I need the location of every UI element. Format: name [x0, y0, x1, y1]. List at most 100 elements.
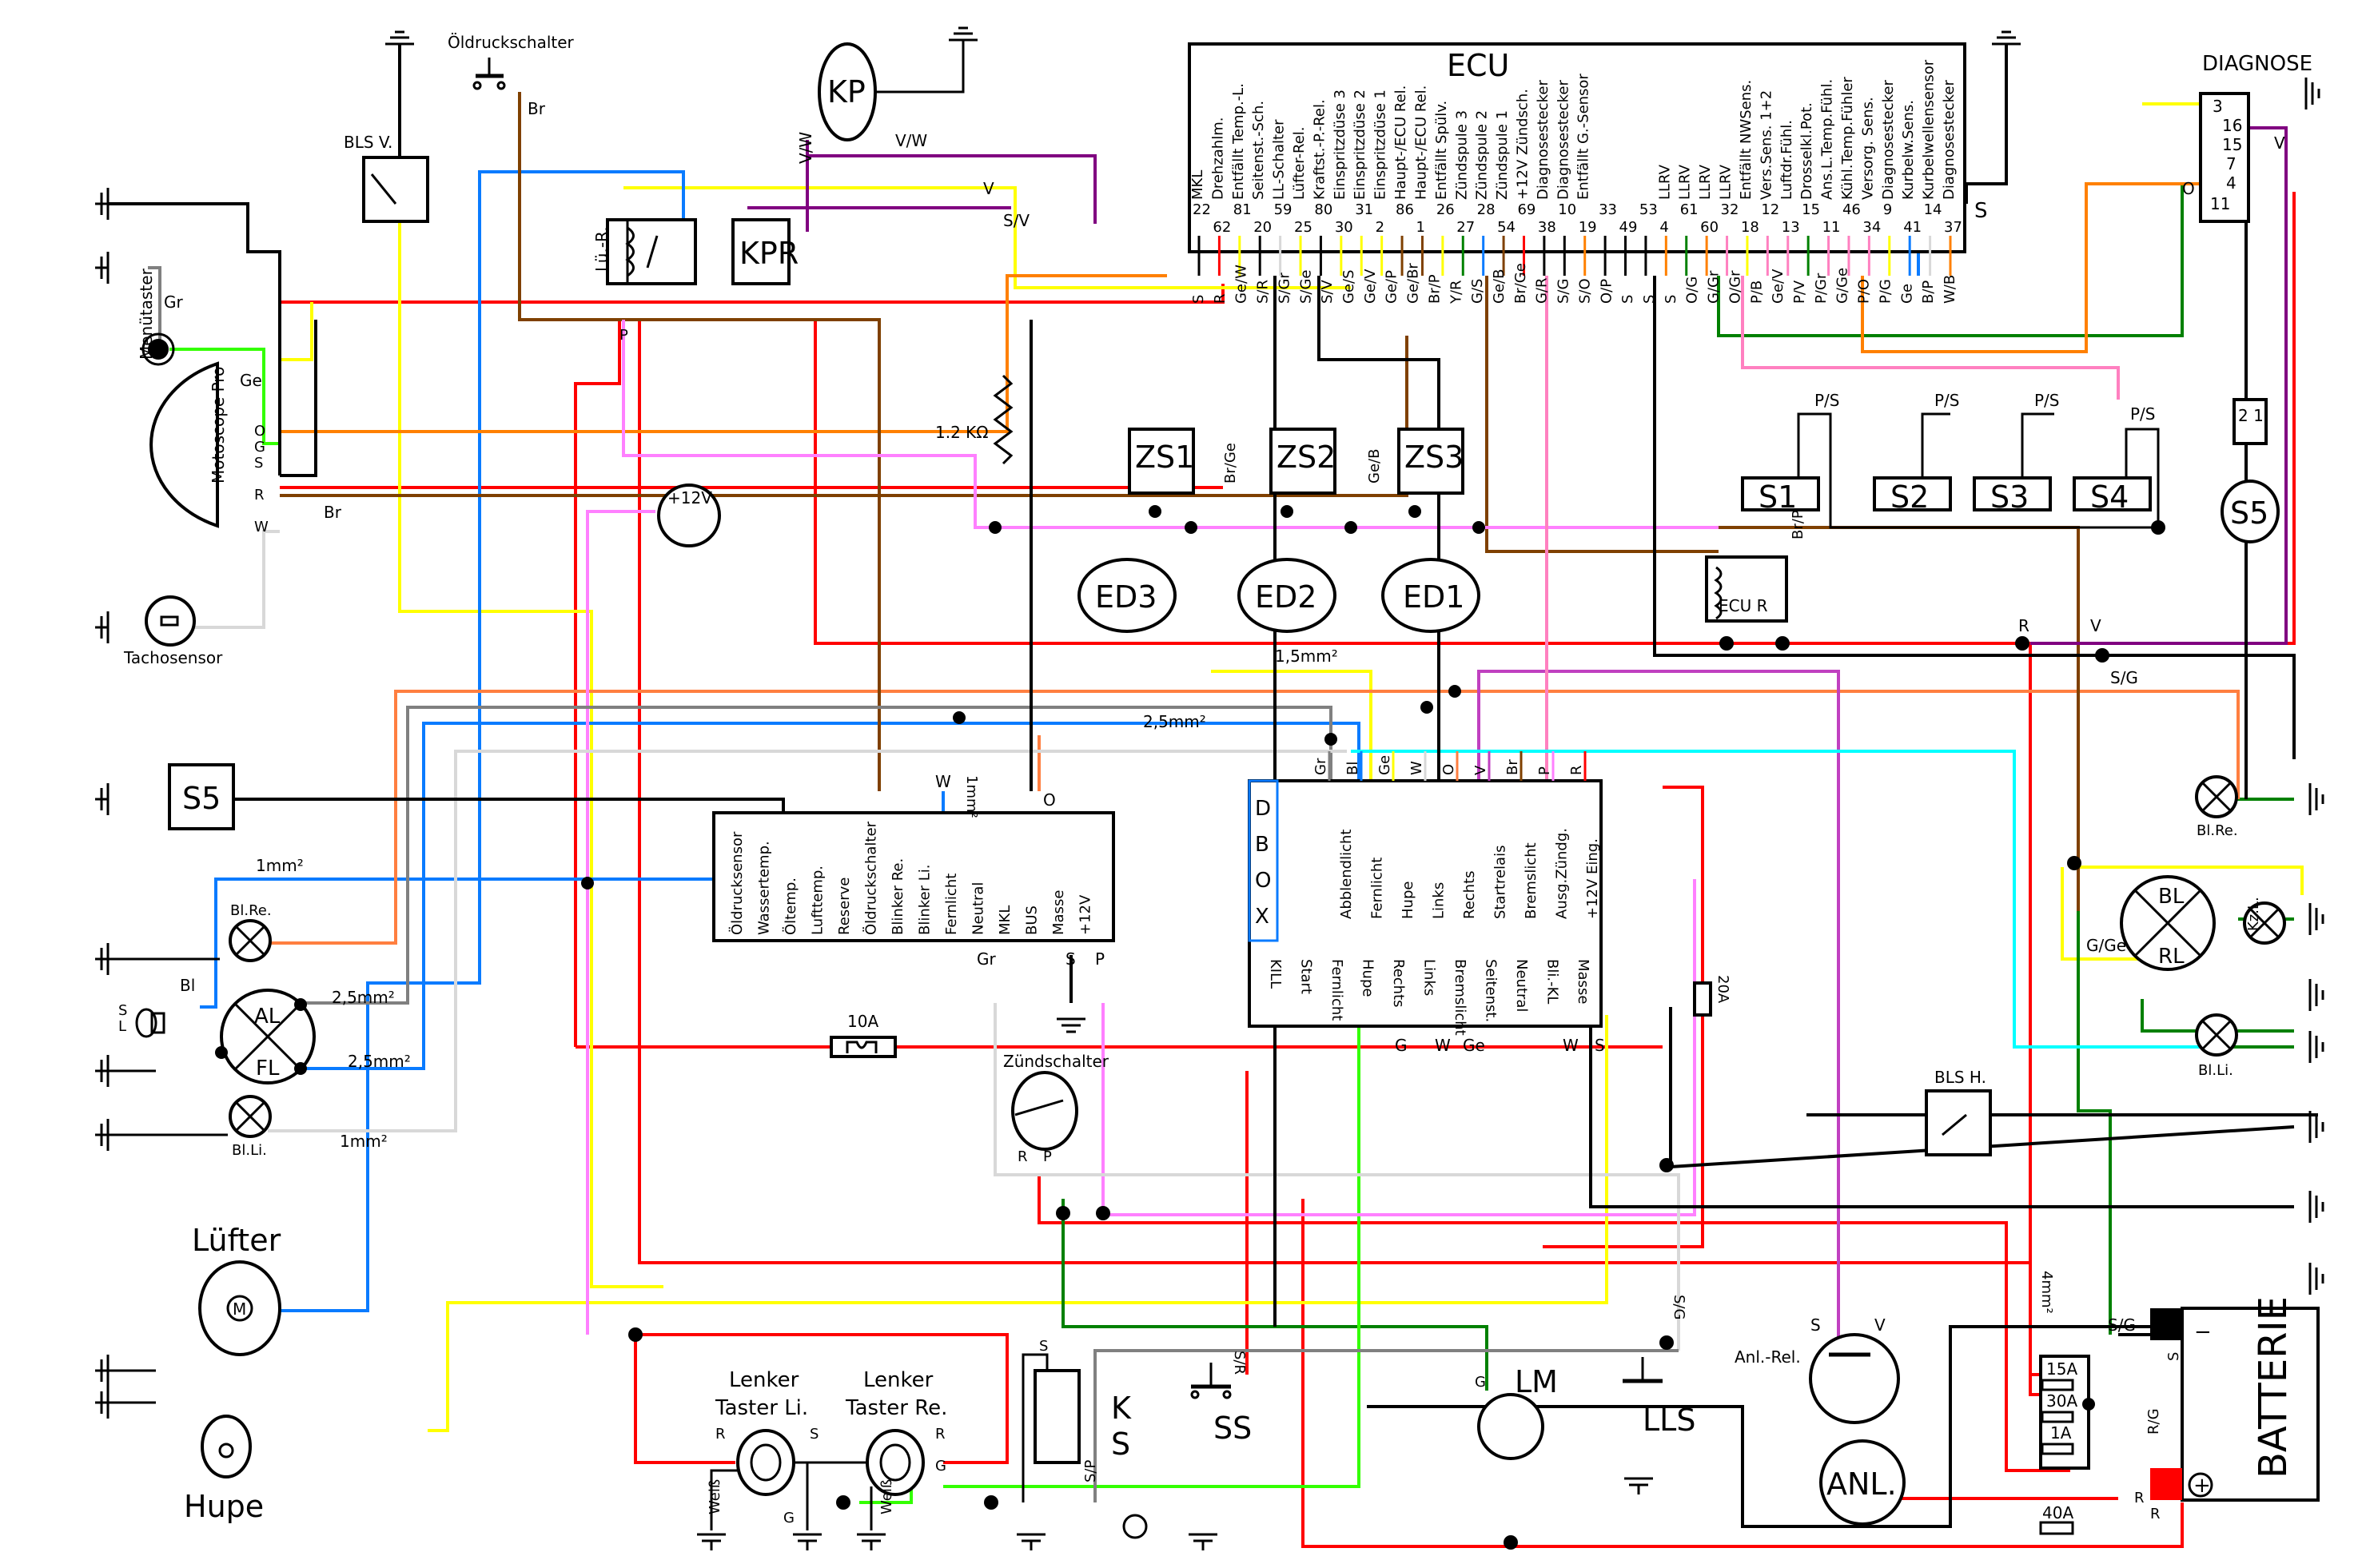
ecu-pin-number: 37	[1944, 219, 1962, 236]
bl-re-left-label: Bl.Re.	[230, 902, 272, 919]
wire-label-r-right: R	[2018, 616, 2029, 635]
luefter-relay[interactable]: Lü.-R. P	[592, 218, 697, 344]
ground-icon	[949, 26, 978, 42]
ecu-pin-label: Kurbelwellensensor	[1921, 59, 1938, 200]
dbox-letter: D	[1255, 797, 1271, 821]
wire-yellow-bls	[398, 220, 663, 1288]
ground-icon	[95, 1355, 110, 1387]
ecu-wire-code: P/G	[1877, 279, 1894, 304]
ecu-wire-code: O/Gr	[1727, 270, 1743, 304]
ecu-wire-code: S/R	[1255, 280, 1272, 304]
menutaster[interactable]: Menütaster Gr	[137, 268, 183, 366]
wire-label-p: P	[619, 327, 628, 344]
ecu-wire-code: Ge/W	[1233, 265, 1250, 304]
s2-box	[1873, 476, 1952, 511]
hupe-horn[interactable]: Hupe	[184, 1415, 264, 1524]
ecu-pin-number: 12	[1761, 201, 1779, 218]
ecu-wire-code: P/O	[1856, 279, 1873, 304]
ecu-pin-label: Seitenst.-Sch.	[1250, 101, 1267, 200]
ecu-pin-number: 30	[1335, 219, 1353, 236]
motoscope-body	[149, 361, 219, 528]
zuendschalter[interactable]: Zündschalter R P	[1003, 1052, 1674, 1350]
tachosensor[interactable]: Tachosensor	[123, 595, 223, 667]
instrument-box-label: Öldrucksensor	[728, 831, 746, 935]
s1-box	[1741, 476, 1820, 511]
fuse-20a: 20A	[1693, 975, 1731, 1017]
luefter-fan[interactable]: Lüfter M	[192, 1223, 281, 1356]
ecu-pin-number: 38	[1538, 219, 1556, 236]
ecu-wire-code: Ge/Br	[1405, 263, 1422, 304]
ecu-pin-label: Kühl.Temp.Fühler	[1839, 77, 1856, 200]
ecu-pin-number: 28	[1477, 201, 1496, 218]
wire-black-ecu-62	[1317, 276, 1440, 833]
dbox-bottom-label: Bli.-KL	[1544, 959, 1561, 1004]
ground-icon	[1992, 30, 2021, 46]
resistor-icon	[993, 374, 1014, 465]
ecu-pin-number: 15	[1802, 201, 1820, 218]
s5-left-label: S5	[182, 781, 221, 816]
instrument-box-label: Wassertemp.	[756, 841, 773, 935]
dbox-wire-code: Bl	[1344, 762, 1361, 775]
ecu-title: ECU	[1447, 48, 1509, 83]
leerlaufschalter[interactable]: LLS S/G	[1623, 1295, 1695, 1438]
s2-label: S2	[1890, 480, 1929, 515]
ecu-pin-number: 11	[1822, 219, 1841, 236]
ecu-pin-number: 26	[1436, 201, 1455, 218]
instrument-box-label: BUS	[1024, 905, 1041, 935]
wire-label-bl: Bl	[180, 976, 195, 995]
wire-brown-motoscope	[280, 336, 1408, 497]
wire-black-anl	[1367, 1325, 2190, 1528]
dbox-wire-code: P	[1536, 766, 1553, 775]
wire-yellow-kzl	[2078, 866, 2304, 895]
wire-blue-fl	[304, 722, 1360, 1070]
bls-v-label: BLS V.	[344, 133, 392, 152]
ecu-pin-number: 46	[1842, 201, 1861, 218]
kzl-label: Kz.L.	[2245, 897, 2262, 931]
diagnose-connector[interactable]: DIAGNOSE 3 16 15 7 4 11 V O	[2182, 52, 2312, 223]
bls-h-switch[interactable]: BLS H.	[1925, 1068, 1992, 1156]
motoscope-pro[interactable]: Motoscope Pro Ge O G S R W Br	[149, 361, 342, 535]
anlasser[interactable]: Anl.-Rel. S V ANL.	[1735, 1315, 1906, 1526]
startschalter[interactable]: SS S/R	[1190, 1351, 1252, 1446]
ecu-pin-label: MKL	[1189, 170, 1206, 200]
oeldruckschalter[interactable]: Öldruckschalter Br	[448, 33, 575, 118]
k-wire-sp: S/P	[1082, 1460, 1099, 1482]
ecu-pin-label: Entfällt G.-Sensor	[1575, 74, 1592, 200]
lichtmaschine[interactable]: LM G	[1475, 1364, 1558, 1550]
lenker-taster[interactable]: Lenker Taster Li. Lenker Taster Re. R S …	[628, 1327, 998, 1530]
zs2-label: ZS2	[1277, 440, 1336, 475]
kp-pump[interactable]: KP V/W V/W V S/V	[796, 40, 1030, 230]
kpr-label: KPR	[739, 236, 799, 271]
wire-label-brge: Br/Ge	[1222, 443, 1239, 484]
diag-wire-o: O	[2182, 179, 2195, 198]
side-lamp[interactable]: S L	[118, 1002, 165, 1038]
kupplungsschalter[interactable]: K S S S/P	[1022, 1338, 1148, 1539]
ground-icon	[2308, 1031, 2324, 1063]
anl-rel-v: V	[1874, 1315, 1886, 1335]
anl-circle	[1819, 1439, 1906, 1526]
ed1-circle	[1381, 558, 1480, 633]
bls-v-switch[interactable]: BLS V.	[344, 133, 429, 223]
bl-re-right-label: Bl.Re.	[2197, 822, 2238, 839]
bl-re-left[interactable]: Bl.Re. Bl 1mm²	[180, 856, 304, 995]
instrument-box-label: Blinker Re.	[890, 858, 906, 935]
wire-size-1mm-top: 1mm²	[256, 856, 304, 875]
headlight[interactable]: AL FL 2,5mm² 2,5mm²	[215, 988, 411, 1084]
s5-left[interactable]: S5	[168, 763, 235, 830]
dbox-bottom-label: Fernlicht	[1328, 959, 1345, 1021]
battery-box	[2181, 1307, 2320, 1502]
dbox-bottom-label: Hupe	[1360, 959, 1376, 997]
right-lamps[interactable]: Bl.Re. BL RL G/Ge Kz.L. Bl.Li.	[2067, 775, 2286, 1079]
ecu-wire-code: S	[1619, 295, 1636, 304]
dbox-top-label: Bremslicht	[1523, 842, 1539, 919]
taster-re-g: G	[935, 1458, 946, 1474]
bl-li-left[interactable]: Bl.Li. 1mm²	[229, 1095, 388, 1159]
tachosensor-circle	[145, 595, 196, 647]
ecu-pin-number: 80	[1314, 201, 1332, 218]
ecu-wire-code: S/Ge	[1297, 269, 1314, 304]
ecu-wire-code: O/P	[1598, 279, 1615, 304]
fuse-box: 15A 30A 1A 40A	[2039, 1355, 2095, 1535]
kpr-relay[interactable]: KPR	[731, 218, 799, 285]
